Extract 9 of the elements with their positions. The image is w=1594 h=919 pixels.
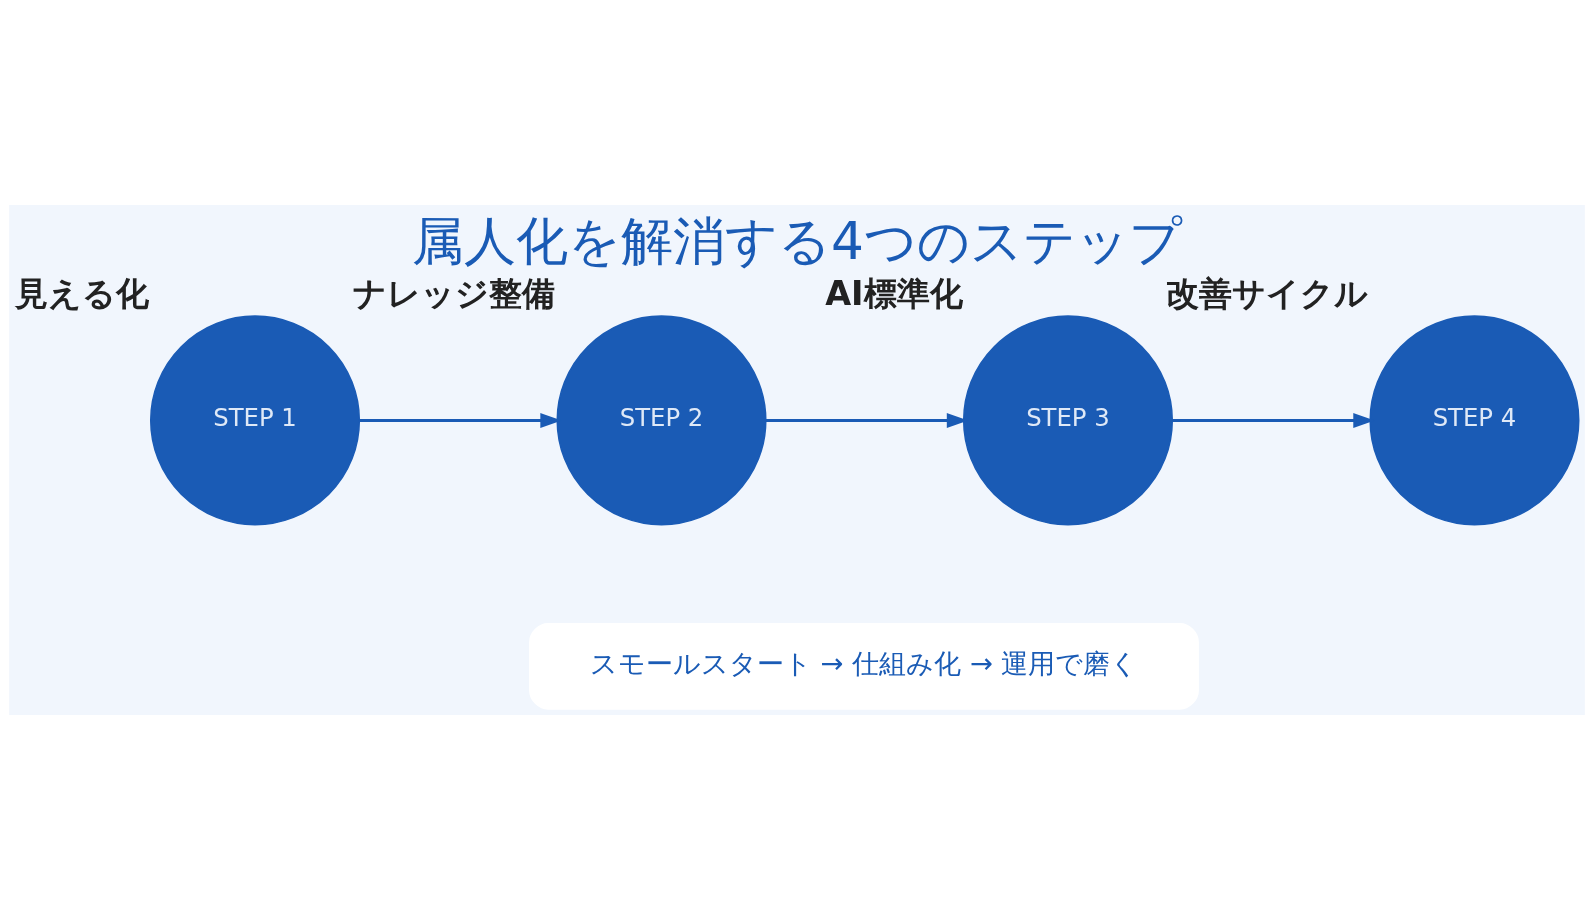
node-label: 改善サイクル [1166, 273, 1369, 313]
node-circle: STEP 1 [150, 314, 361, 525]
diagram-title: 属人化を解消する4つのステップ [412, 210, 1182, 271]
node-label: ナレッジ整備 [353, 273, 556, 313]
node-circle: STEP 3 [962, 314, 1174, 525]
node-label: 見える化 [15, 273, 150, 313]
node-circle: STEP 2 [556, 314, 767, 525]
node-label: AI標準化 [825, 273, 963, 313]
node-circle: STEP 4 [1369, 314, 1580, 525]
